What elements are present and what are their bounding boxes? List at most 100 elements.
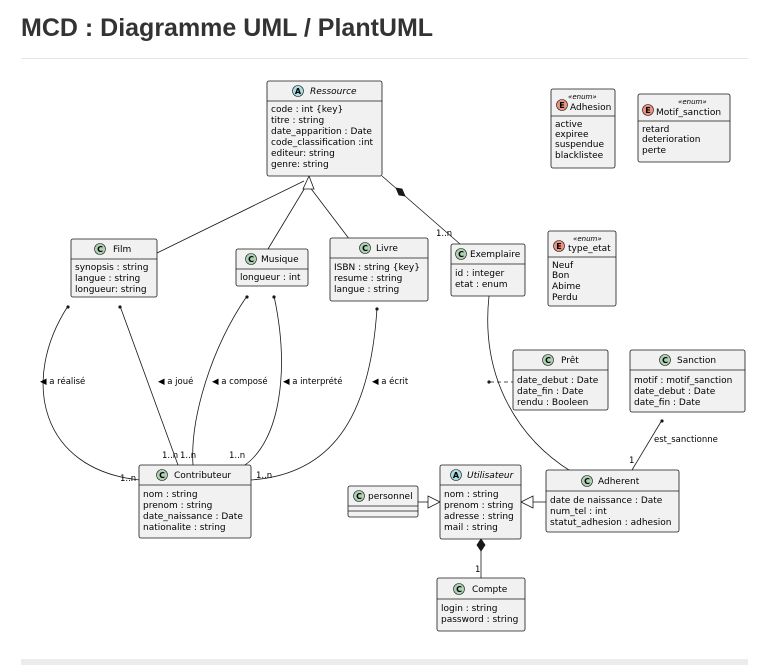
edge-film-contributeur-realise: [42, 305, 141, 481]
enum-name: type_etat: [568, 244, 611, 254]
content-footer-bar: [21, 659, 748, 665]
enum-type-etat: «enum» E type_etat Neuf Bon Abime Perdu: [547, 230, 617, 307]
attr: mail : string: [444, 523, 498, 533]
attr: langue : string: [334, 285, 399, 295]
label-a-ecrit: ◀ a écrit: [372, 376, 409, 387]
class-spot-icon: [353, 490, 365, 502]
title-divider: [21, 58, 748, 59]
enum-value: Bon: [552, 271, 569, 281]
enum-adhesion: «enum» E Adhesion active expiree suspend…: [550, 88, 616, 169]
attr: motif : motif_sanction: [634, 376, 732, 386]
class-contributeur: C Contributeur nom : string prenom : str…: [138, 464, 252, 539]
attr: statut_adhesion : adhesion: [550, 518, 672, 528]
attr: resume : string: [334, 274, 402, 284]
svg-text:A: A: [453, 471, 460, 480]
class-name: Ressource: [310, 87, 357, 97]
svg-text:C: C: [662, 356, 668, 365]
attr: date_fin : Date: [634, 398, 701, 408]
class-name: Film: [113, 245, 131, 255]
attr: date de naissance : Date: [550, 496, 663, 506]
enum-value: expiree: [555, 130, 589, 140]
class-musique: C Musique longueur : int: [235, 248, 309, 287]
class-spot-icon: [455, 248, 467, 260]
enum-spot-icon: [556, 99, 568, 111]
enum-value: retard: [642, 125, 669, 135]
enum-value: Neuf: [552, 261, 574, 271]
class-spot-icon: [359, 242, 371, 254]
attr: date_naissance : Date: [143, 512, 243, 522]
enum-value: blacklistee: [555, 151, 604, 161]
edge-musique-extends-ressource: [267, 185, 307, 250]
svg-text:E: E: [559, 101, 564, 110]
edge-ressource-exemplaire: [381, 175, 461, 245]
class-spot-icon: [156, 469, 168, 481]
enum-name: Adhesion: [570, 103, 611, 113]
assoc-origin-dot: [375, 307, 379, 311]
attr: prenom : string: [143, 501, 212, 511]
class-spot-icon: [659, 354, 671, 366]
attr: longueur: string: [75, 285, 147, 295]
enum-name: Motif_sanction: [656, 108, 721, 118]
svg-text:A: A: [295, 87, 302, 96]
composition-diamond-utilisateur: [476, 538, 486, 552]
svg-text:E: E: [645, 106, 650, 115]
edge-film-contributeur-joue: [119, 305, 179, 466]
abstract-spot-icon: [450, 469, 462, 481]
class-compte: C Compte login : string password : strin…: [436, 577, 526, 632]
svg-text:C: C: [159, 471, 165, 480]
class-pret: C Prêt date_debut : Date date_fin : Date…: [512, 349, 609, 411]
attr: longueur : int: [240, 273, 301, 283]
enum-value: Abime: [552, 282, 581, 292]
class-ressource: A Ressource code : int {key} titre : str…: [266, 80, 383, 177]
attr: date_fin : Date: [517, 387, 584, 397]
mult-a-compose: 1..n: [180, 451, 196, 461]
mult-exemplaire: 1..n: [436, 229, 452, 239]
class-name: Utilisateur: [467, 471, 515, 481]
class-name: Contributeur: [174, 471, 231, 481]
edge-labels: ◀ a réalisé 1..n ◀ a joué 1..n ◀ a compo…: [40, 229, 718, 575]
class-exemplaire: C Exemplaire id : integer etat : enum: [450, 243, 526, 297]
attr: prenom : string: [444, 501, 513, 511]
enum-value: Perdu: [552, 293, 578, 303]
stereotype: «enum»: [568, 93, 597, 101]
attr: date_debut : Date: [634, 387, 716, 397]
attr: password : string: [441, 615, 518, 625]
generalization-arrowhead-adherent: [520, 495, 534, 509]
enum-value: suspendue: [555, 140, 604, 150]
class-name: Livre: [376, 244, 398, 254]
svg-text:C: C: [97, 245, 103, 254]
class-spot-icon: [94, 243, 106, 255]
stereotype: «enum»: [678, 98, 707, 106]
class-livre: C Livre ISBN : string {key} resume : str…: [329, 237, 429, 302]
generalization-arrowhead-ressource: [302, 174, 315, 190]
edge-livre-contributeur-ecrit: [249, 307, 378, 481]
svg-text:C: C: [584, 477, 590, 486]
mult-a-interprete: 1..n: [229, 451, 245, 461]
label-a-realise: ◀ a réalisé: [40, 376, 85, 387]
class-name: Musique: [261, 255, 299, 265]
class-name: Sanction: [677, 356, 716, 366]
class-spot-icon: [245, 253, 257, 265]
attr: titre : string: [271, 116, 324, 126]
mult-sanction-adherent: 1: [629, 456, 634, 466]
attr: synopsis : string: [75, 263, 148, 273]
svg-text:C: C: [456, 585, 462, 594]
edge-exemplaire-adherent: [487, 295, 573, 473]
attr: num_tel : int: [550, 507, 607, 517]
attr: nationalite : string: [143, 523, 226, 533]
attr: editeur: string: [271, 149, 335, 159]
assoc-origin-dot: [118, 305, 122, 309]
enum-motif-sanction: «enum» E Motif_sanction retard deteriora…: [637, 93, 731, 163]
svg-text:C: C: [248, 255, 254, 264]
assoc-origin-dot: [245, 295, 249, 299]
attr: rendu : Booleen: [517, 398, 588, 408]
edge-livre-extends-ressource: [308, 185, 351, 241]
svg-text:C: C: [356, 492, 362, 501]
edge-musique-contributeur-compose: [192, 295, 248, 466]
enum-spot-icon: [642, 104, 654, 116]
attr: nom : string: [444, 490, 499, 500]
composition-diamond-ressource: [395, 187, 406, 197]
class-utilisateur: A Utilisateur nom : string prenom : stri…: [439, 464, 522, 540]
label-est-sanctionne: est_sanctionne: [654, 435, 718, 445]
attr: date_debut : Date: [517, 376, 599, 386]
